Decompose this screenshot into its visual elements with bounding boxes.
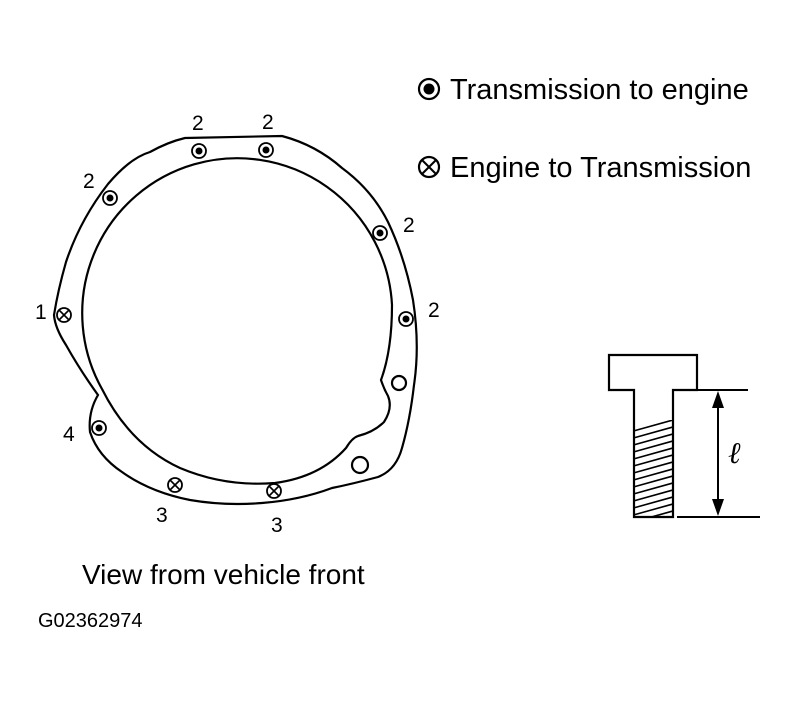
bolt-number: 1 — [35, 301, 47, 324]
bolt-number: 2 — [403, 214, 415, 237]
x-in-circle-icon — [266, 483, 282, 499]
figure-id: G02362974 — [38, 610, 143, 632]
legend-label-transmission-to-engine: Transmission to engine — [450, 74, 749, 106]
dowel-hole-upper — [390, 374, 408, 392]
bolt-transmission-to-engine: 2 — [372, 214, 415, 241]
bolt-length-symbol: ℓ — [728, 436, 741, 471]
transmission-housing — [52, 134, 418, 506]
bolt-engine-to-transmission: 3 — [156, 477, 183, 527]
legend-item-engine-to-transmission: Engine to Transmission — [417, 152, 751, 184]
dowel-hole-lower — [350, 455, 370, 475]
dot-in-circle-icon — [258, 142, 274, 158]
bolt-transmission-to-engine: 2 — [191, 112, 207, 159]
x-in-circle-icon — [167, 477, 183, 493]
arrow-up-icon — [712, 391, 724, 408]
bolt-outline — [607, 353, 699, 519]
housing-outer-outline — [52, 134, 418, 506]
bolt-number: 3 — [271, 514, 283, 537]
bolt-length-detail: ℓ — [607, 353, 760, 519]
dot-in-circle-icon — [102, 190, 118, 206]
bolt-number: 2 — [428, 299, 440, 322]
bolt-markers: 2 2 2 2 — [35, 111, 440, 537]
bolt-number: 2 — [83, 170, 95, 193]
bolt-transmission-to-engine: 4 — [63, 420, 107, 446]
bolt-number: 2 — [192, 112, 204, 135]
bolt-transmission-to-engine: 2 — [83, 170, 118, 206]
dot-in-circle-icon — [398, 311, 414, 327]
bolt-number: 3 — [156, 504, 168, 527]
legend-label-engine-to-transmission: Engine to Transmission — [450, 152, 751, 184]
bolt-transmission-to-engine: 2 — [258, 111, 274, 158]
bolt-transmission-to-engine: 2 — [398, 299, 440, 327]
arrow-down-icon — [712, 499, 724, 516]
dot-in-circle-icon — [191, 143, 207, 159]
dimension-line — [677, 389, 760, 518]
housing-inner-bore — [81, 157, 394, 485]
bolt-number: 4 — [63, 423, 75, 446]
dot-in-circle-icon — [417, 77, 441, 101]
legend-item-transmission-to-engine: Transmission to engine — [417, 74, 749, 106]
bolt-engine-to-transmission: 3 — [266, 483, 283, 537]
dot-in-circle-icon — [372, 225, 388, 241]
view-caption: View from vehicle front — [82, 559, 365, 590]
dot-in-circle-icon — [91, 420, 107, 436]
x-in-circle-icon — [417, 155, 441, 179]
bolt-thread-hatching — [635, 420, 672, 517]
bolt-number: 2 — [262, 111, 274, 134]
bolt-engine-to-transmission: 1 — [35, 301, 72, 324]
x-in-circle-icon — [56, 307, 72, 323]
legend: Transmission to engine Engine to Transmi… — [417, 74, 751, 184]
